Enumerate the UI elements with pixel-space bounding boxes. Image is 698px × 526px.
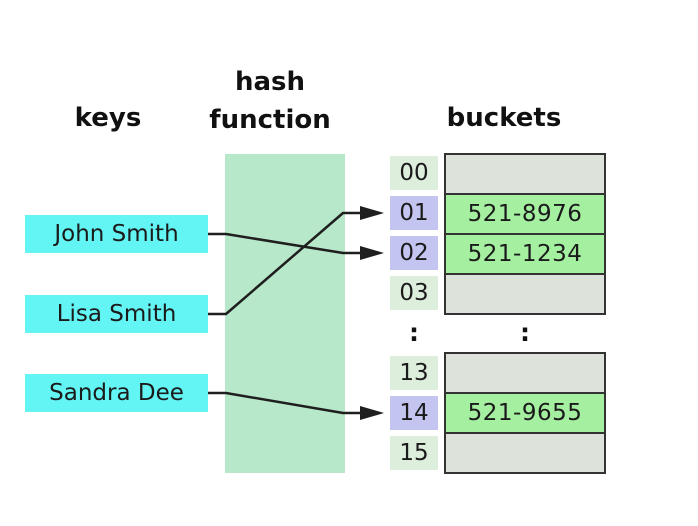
hash-function-box xyxy=(225,154,345,473)
bucket-cell-13 xyxy=(446,354,604,392)
bucket-group-top: 521-8976 521-1234 xyxy=(444,153,606,315)
hash-function-label-line2: function xyxy=(209,105,331,135)
index-ellipsis: : xyxy=(409,318,419,347)
bucket-group-bottom: 521-9655 xyxy=(444,352,606,474)
bucket-cell-02: 521-1234 xyxy=(446,233,604,273)
bucket-index-03: 03 xyxy=(390,276,438,310)
key-box-lisa-smith: Lisa Smith xyxy=(25,295,208,333)
keys-column-label: keys xyxy=(74,103,142,133)
bucket-cell-01: 521-8976 xyxy=(446,193,604,233)
bucket-index-01: 01 xyxy=(390,196,438,230)
bucket-cell-00 xyxy=(446,155,604,193)
bucket-index-02: 02 xyxy=(390,236,438,270)
bucket-cell-15 xyxy=(446,432,604,472)
hash-function-column-label: hash function xyxy=(195,63,345,139)
bucket-index-13: 13 xyxy=(390,356,438,390)
bucket-index-00: 00 xyxy=(390,156,438,190)
buckets-column-label: buckets xyxy=(446,103,562,133)
key-box-sandra-dee: Sandra Dee xyxy=(25,374,208,412)
bucket-cell-03 xyxy=(446,273,604,313)
bucket-index-14: 14 xyxy=(390,396,438,430)
bucket-index-15: 15 xyxy=(390,436,438,470)
key-box-john-smith: John Smith xyxy=(25,215,208,253)
bucket-cell-14: 521-9655 xyxy=(446,392,604,432)
hash-function-label-line1: hash xyxy=(234,67,306,97)
bucket-ellipsis: : xyxy=(520,318,530,347)
